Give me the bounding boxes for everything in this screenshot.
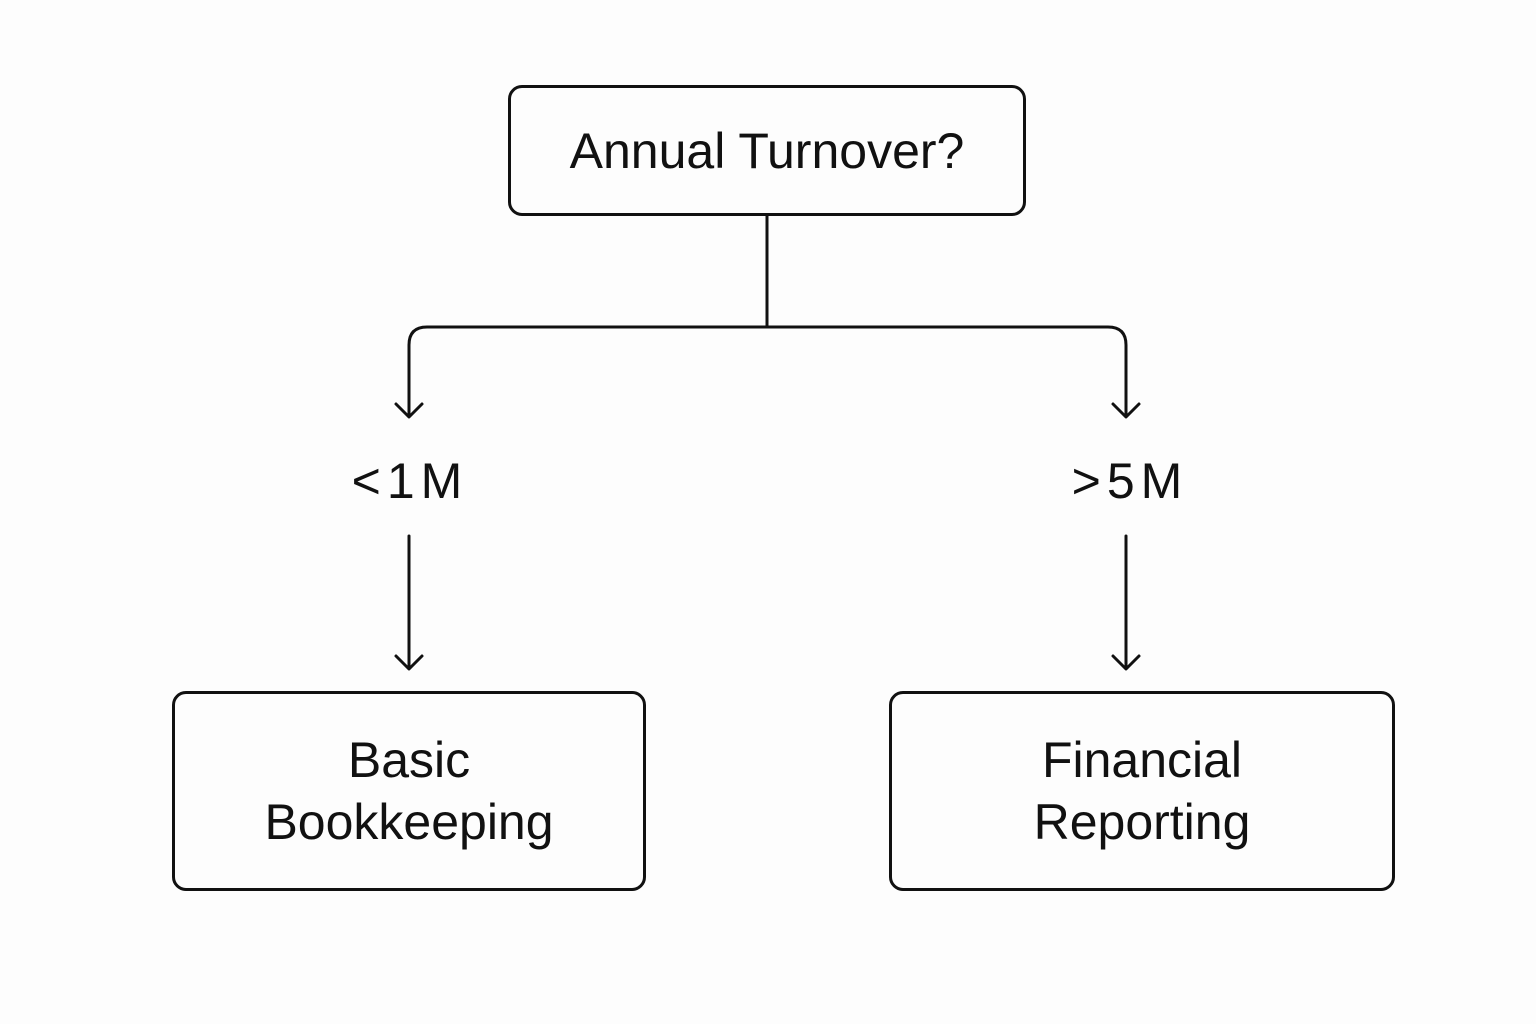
root-node: Annual Turnover? — [508, 85, 1026, 216]
root-node-label: Annual Turnover? — [569, 122, 965, 179]
arrowhead-left-upper — [394, 402, 424, 419]
result-node-right: Financial Reporting — [889, 691, 1395, 891]
arrowhead-left-lower — [394, 654, 424, 671]
arrowhead-right-upper — [1111, 402, 1141, 419]
branch-condition-right: >5M — [1071, 453, 1189, 509]
result-node-left-label: Basic Bookkeeping — [264, 732, 554, 850]
result-node-left: Basic Bookkeeping — [172, 691, 646, 891]
branch-condition-left: <1M — [351, 453, 469, 509]
split-line — [407, 325, 1128, 417]
result-node-right-label: Financial Reporting — [1033, 732, 1251, 850]
arrowhead-right-lower — [1111, 654, 1141, 671]
